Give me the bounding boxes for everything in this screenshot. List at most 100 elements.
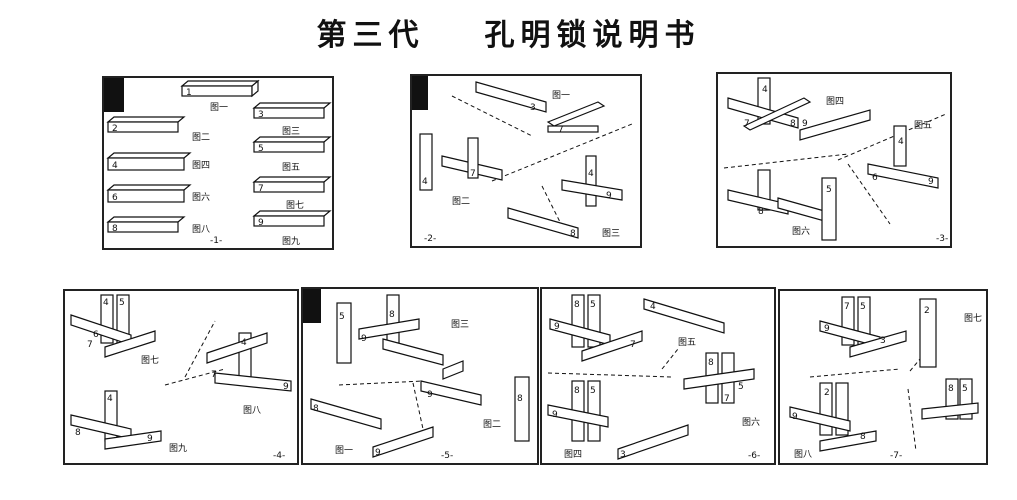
panel-4: 4 5 6 7 4 7 9 4 8 9 图七 图八 图九 -4-: [63, 289, 299, 465]
piece-number: 7: [724, 394, 730, 404]
piece-number: 7: [258, 184, 264, 194]
piece-number: 4: [241, 338, 247, 348]
figure-label: 图八: [192, 225, 211, 235]
piece-number: 4: [588, 169, 594, 179]
figure-label: 图一: [210, 103, 229, 113]
piece-number: 4: [422, 177, 428, 187]
panel-tag: [303, 289, 321, 323]
panel-tag: [412, 76, 428, 110]
piece-number: 2: [112, 124, 118, 134]
piece-number: 9: [258, 218, 264, 228]
piece-number: 3: [620, 450, 626, 460]
piece-number: 9: [552, 410, 558, 420]
figure-label: 图二: [483, 420, 502, 430]
figure-label: 图七: [286, 201, 305, 211]
figure-label: 图三: [602, 229, 621, 239]
panel-5: 5 8 9 9 8 8 9 图一 图二 图三 -5-: [301, 287, 539, 465]
panel-7-drawing: 7 5 9 3 2 2 9 8 8 5: [789, 296, 979, 452]
title-part2: 孔明锁说明书: [484, 18, 701, 53]
piece-number: 9: [792, 412, 798, 422]
page-number: -6-: [748, 451, 761, 461]
piece-number: 6: [872, 173, 878, 183]
piece-number: 8: [860, 432, 866, 442]
figure-label: 图三: [451, 320, 470, 330]
figure-label: 图四: [826, 97, 845, 107]
panel-1: 1 3 2 5 4 7 6 9 8 图一 图二 图三 图四 图五 图六 图七 图…: [102, 76, 334, 250]
page-number: -1-: [210, 236, 223, 246]
piece-number: 8: [112, 224, 118, 234]
piece-number: 9: [554, 322, 560, 332]
piece-number: 9: [802, 119, 808, 129]
page-number: -7-: [890, 451, 903, 461]
piece-number: 9: [283, 382, 289, 392]
piece-number: 8: [570, 229, 576, 239]
piece-number: 5: [339, 312, 345, 322]
figure-label: 图九: [169, 444, 188, 454]
piece-number: 8: [790, 119, 796, 129]
piece-number: 7: [558, 125, 564, 135]
figure-label: 图五: [678, 338, 697, 348]
piece-number: 8: [574, 300, 580, 310]
piece-number: 6: [93, 330, 99, 340]
piece-number: 8: [313, 404, 319, 414]
figure-label: 图九: [282, 237, 301, 247]
panel-6: 8 5 9 7 4 8 5 7 8 5 9 3 图四 图五 图六 -6-: [540, 287, 776, 465]
piece-number: 7: [744, 119, 750, 129]
page-title: 第三代 孔明锁说明书: [0, 10, 1017, 54]
panel-5-drawing: 5 8 9 9 8 8 9: [310, 294, 530, 458]
figure-label: 图七: [141, 356, 160, 366]
piece-number: 3: [880, 336, 886, 346]
piece-number: 5: [590, 386, 596, 396]
panel-tag: [104, 78, 124, 112]
piece-number: 9: [427, 390, 433, 400]
piece-number: 3: [530, 103, 536, 113]
piece-number: 7: [844, 302, 850, 312]
figure-label: 图五: [282, 163, 301, 173]
panel-1-drawing: 1 3 2 5 4 7 6 9 8: [106, 79, 332, 234]
piece-number: 9: [606, 191, 612, 201]
figure-label: 图四: [192, 161, 211, 171]
title-part1: 第三代: [316, 18, 425, 53]
piece-number: 5: [258, 144, 264, 154]
figure-label: 图六: [742, 418, 761, 428]
piece-number: 8: [758, 207, 764, 217]
page-number: -3-: [936, 234, 949, 244]
figure-label: 图一: [552, 91, 571, 101]
piece-number: 4: [103, 298, 109, 308]
piece-number: 5: [590, 300, 596, 310]
piece-number: 3: [258, 110, 264, 120]
piece-number: 4: [107, 394, 113, 404]
piece-number: 7: [470, 169, 476, 179]
piece-number: 7: [87, 340, 93, 350]
panel-6-drawing: 8 5 9 7 4 8 5 7 8 5 9 3: [547, 294, 755, 460]
figure-label: 图四: [564, 450, 583, 460]
panel-3: 4 7 8 9 4 6 9 8 5 图四 图五 图六 -3-: [716, 72, 952, 248]
page-number: -2-: [424, 234, 437, 244]
piece-number: 4: [762, 85, 768, 95]
piece-number: 9: [147, 434, 153, 444]
piece-number: 8: [708, 358, 714, 368]
piece-number: 4: [898, 137, 904, 147]
piece-number: 4: [112, 161, 118, 171]
figure-label: 图六: [792, 227, 811, 237]
panel-2-drawing: 3 7 4 7 4 9 8: [419, 81, 633, 239]
figure-label: 图一: [335, 446, 354, 456]
figure-label: 图七: [964, 314, 983, 324]
figure-label: 图二: [452, 197, 471, 207]
figure-label: 图二: [192, 133, 211, 143]
figure-label: 图三: [282, 127, 301, 137]
figure-label: 图五: [914, 121, 933, 131]
figure-label: 图八: [794, 450, 813, 460]
piece-number: 7: [211, 370, 217, 380]
piece-number: 9: [928, 177, 934, 187]
piece-number: 7: [630, 340, 636, 350]
figure-label: 图六: [192, 193, 211, 203]
piece-number: 5: [738, 382, 744, 392]
piece-number: 9: [824, 324, 830, 334]
piece-number: 5: [962, 384, 968, 394]
piece-number: 8: [75, 428, 81, 438]
piece-number: 1: [186, 88, 192, 98]
panel-3-drawing: 4 7 8 9 4 6 9 8 5: [723, 77, 947, 241]
piece-number: 9: [361, 334, 367, 344]
panel-4-drawing: 4 5 6 7 4 7 9 4 8 9: [70, 294, 292, 450]
